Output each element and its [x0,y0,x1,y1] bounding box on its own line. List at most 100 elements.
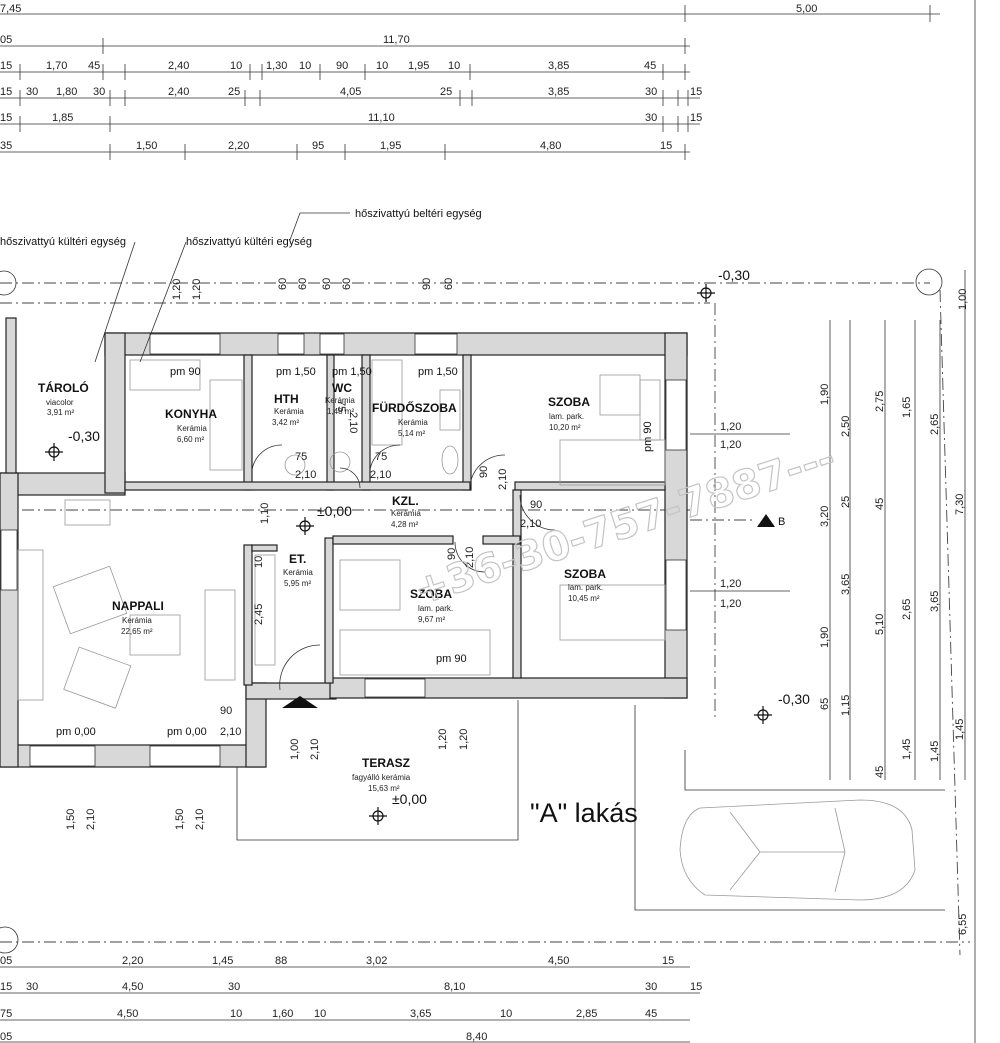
dim-label: 15 [660,140,672,152]
door-labels: 75 2,10 75 2,10 75 2,10 90 2,10 90 2,10 … [220,400,542,738]
room-living: NAPPALI Kerámia 22,65 m² [112,599,164,636]
dim-label: 1,00 [957,289,969,310]
room-finish: Kerámia [177,424,207,433]
dim-label: 1,85 [52,112,73,124]
dim-label: 10 [448,60,460,72]
room-finish: viacolor [46,398,74,407]
dim-label: 4,80 [540,140,561,152]
room-labels: TÁROLÓ viacolor 3,91 m² KONYHA Kerámia 6… [38,380,606,793]
dim-label: 3,20 [819,506,831,527]
dim-label: 95 [312,140,324,152]
level-storage: -0,30 [68,428,100,444]
opening-label: 1,20 [437,729,449,750]
door-label: 2,10 [220,726,241,738]
room-kitchen: KONYHA Kerámia 6,60 m² [165,407,217,444]
dim-label: 30 [645,981,657,993]
dim-label: 25 [840,496,852,508]
dim-label: 15 [690,112,702,124]
room-finish: Kerámia [391,509,421,518]
opening-label: 1,20 [458,729,470,750]
dim-label: 45 [645,1008,657,1020]
door-label: 2,10 [520,518,541,530]
dim-label: 3,65 [410,1008,431,1020]
hp-indoor-label: hőszivattyú beltéri egység [355,208,482,220]
section-label: B [778,516,785,528]
room-finish: Kerámia [398,418,428,427]
opening-label: 60 [443,278,455,290]
door-swings [251,444,556,691]
dim-label: 15 [0,60,12,72]
level-outer-top: -0,30 [718,267,750,283]
dim-label: 4,05 [340,86,361,98]
dim-label: 2,40 [168,60,189,72]
door-label: 2,10 [497,469,509,490]
dim-label: 5,10 [874,614,886,635]
room-name: NAPPALI [112,599,164,613]
parapet-label: pm 90 [436,653,467,665]
door-label: 75 [295,451,307,463]
dim-label: 7,45 [0,3,21,15]
room-name: SZOBA [410,587,452,601]
room-area: 10,20 m² [549,423,581,432]
opening-label: 90 [421,278,433,290]
opening-label: 2,10 [85,809,97,830]
room-area: 4,28 m² [391,520,418,529]
dim-label: 30 [645,86,657,98]
axis-marker-top [915,268,943,296]
dim-label: 45 [644,60,656,72]
dim-label: 2,75 [874,391,886,412]
door-label: 2,45 [253,604,265,625]
opening-label: 1,20 [720,578,741,590]
opening-label: 2,10 [309,739,321,760]
top-dimension-labels: 7,45 5,00 05 11,70 15 1,70 45 2,40 10 1,… [0,3,817,152]
dim-label: 15 [690,86,702,98]
room-area: 22,65 m² [121,627,153,636]
parapet-labels: pm 90 pm 1,50 pm 1,50 pm 1,50 pm 90 pm 0… [56,366,654,738]
entrance-arrow-icon [282,696,318,708]
dim-label: 05 [0,34,12,46]
door-label: 90 [530,499,542,511]
windows [0,333,687,767]
grid-axes [0,0,976,1043]
level-marker-icon [45,284,772,825]
door-label: 2,10 [347,412,359,433]
axis-marker-bottom [0,926,19,954]
room-area: 9,67 m² [418,615,445,624]
room-name: SZOBA [548,395,590,409]
dim-label: 2,65 [901,599,913,620]
door-label: 10 [253,556,265,568]
parapet-label: pm 90 [170,366,201,378]
dim-label: 1,45 [212,955,233,967]
dim-label: 2,20 [122,955,143,967]
room-area: 10,45 m² [568,594,600,603]
dim-label: 45 [874,766,886,778]
room-area: 1,48 m² [327,407,354,416]
opening-label: 1,20 [720,421,741,433]
hp-outdoor-label: hőszivattyú kültéri egység [186,236,312,248]
axis-marker-left [0,270,17,296]
room-bedroom-2: SZOBA lam. park. 9,67 m² [410,587,453,624]
room-wc: WC Kerámia 1,48 m² [325,381,355,416]
terrace-outline [236,700,945,911]
dim-label: 1,45 [901,739,913,760]
dim-label: 30 [26,981,38,993]
room-entry: ET. Kerámia 5,95 m² [283,552,313,588]
dim-label: 88 [275,955,287,967]
dim-label: 15 [662,955,674,967]
dim-label: 4,50 [122,981,143,993]
dim-label: 1,90 [819,384,831,405]
room-name: KONYHA [165,407,217,421]
dim-label: 25 [440,86,452,98]
top-dimension-chains [0,5,940,160]
room-finish: fagyálló kerámia [352,773,411,782]
dim-label: 1,50 [136,140,157,152]
door-label: 90 [220,705,232,717]
dim-label: 30 [645,112,657,124]
dim-label: 1,15 [840,695,852,716]
dim-label: 05 [0,1031,12,1043]
opening-labels: 1,20 1,20 1,10 1,00 2,10 1,50 2,10 1,50 … [65,278,790,830]
dim-label: 10 [230,1008,242,1020]
room-area: 6,60 m² [177,435,204,444]
room-bathroom: FÜRDŐSZOBA Kerámia 5,14 m² [372,400,457,438]
dim-label: 35 [0,140,12,152]
